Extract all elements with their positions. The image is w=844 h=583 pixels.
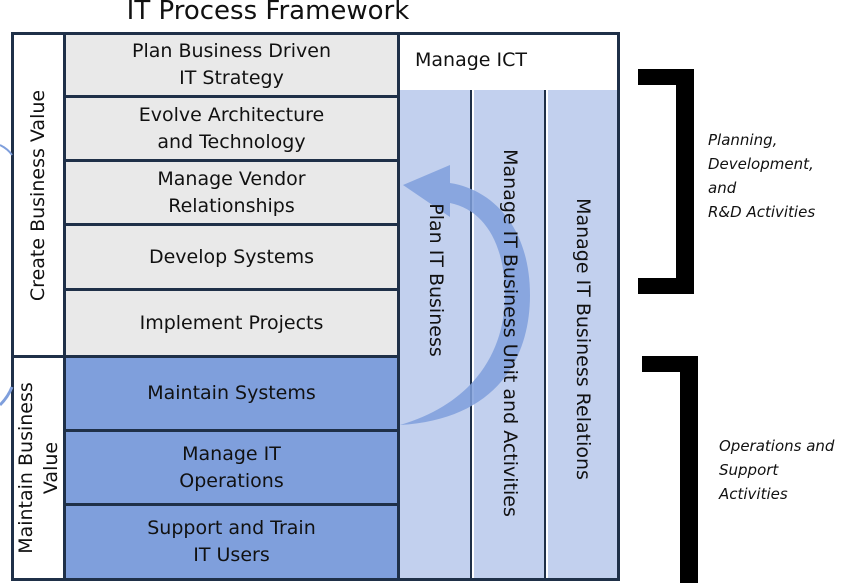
planning-line1: Planning, [708,131,778,149]
business-unit-label: Manage IT Business Unit and Activities [474,148,546,517]
arc-top [0,144,13,156]
operations-activities-text: Operations and Support Activities [719,434,844,506]
plan-it-business-label: Plan IT Business [400,90,472,470]
plan-it-business-text: Plan IT Business [425,203,447,357]
process-line1: Develop Systems [148,245,314,268]
process-line1: Evolve Architecture [138,103,325,126]
process-line2: IT Users [193,544,270,566]
operations-bracket-icon [642,356,698,583]
process-line2: and Technology [157,130,306,153]
process-support-train: Support and Train IT Users [66,506,397,578]
operations-line2: Support Activities [719,461,788,503]
business-relations-text: Manage IT Business Relations [571,198,594,480]
process-line1: Support and Train [147,517,316,539]
process-develop-systems: Develop Systems [66,226,397,291]
arrow-shape [400,165,530,425]
operations-line1: Operations and [719,437,835,455]
process-line1: Plan Business Driven [132,40,331,62]
left-edge-arc-icon [0,144,14,407]
process-line2: Operations [179,469,284,492]
process-line2: IT Strategy [179,67,284,89]
bracket-shape [638,69,694,294]
create-business-value-label: Create Business Value [14,35,66,355]
process-evolve-architecture: Evolve Architecture and Technology [66,98,397,162]
bracket-shape [642,356,698,583]
process-implement-projects: Implement Projects [66,291,397,358]
label-divider [14,355,66,358]
maintain-business-value-label: Maintain Business Value [14,358,66,578]
column-separator [397,35,400,578]
business-unit-text: Manage IT Business Unit and Activities [499,148,522,517]
diagram-title: IT Process Framework [126,0,410,26]
create-label-text: Create Business Value [27,89,50,301]
process-plan-strategy: Plan Business Driven IT Strategy [66,35,397,98]
process-line1: Manage IT [182,442,281,465]
manage-ict-header: Manage ICT [400,35,617,90]
maintain-label-line1: Maintain Business [14,382,37,554]
planning-activities-text: Planning, Development, and R&D Activitie… [708,128,844,224]
process-line1: Implement Projects [139,311,324,334]
planning-line2: Development, and [708,155,814,197]
process-line1: Maintain Systems [147,382,316,404]
process-manage-operations: Manage IT Operations [66,432,397,506]
arc-bottom [0,386,14,407]
process-maintain-systems: Maintain Systems [66,358,397,432]
process-line1: Manage Vendor [157,167,306,190]
process-line2: Relationships [168,194,295,217]
planning-bracket-icon [638,69,694,294]
cycle-arrow-icon [400,165,530,425]
business-relations-label: Manage IT Business Relations [548,198,617,480]
column-business-relations [548,90,617,578]
maintain-label-line2: Value [39,441,62,495]
planning-line3: R&D Activities [708,203,816,221]
maintain-label-text: Maintain Business Value [14,382,64,554]
